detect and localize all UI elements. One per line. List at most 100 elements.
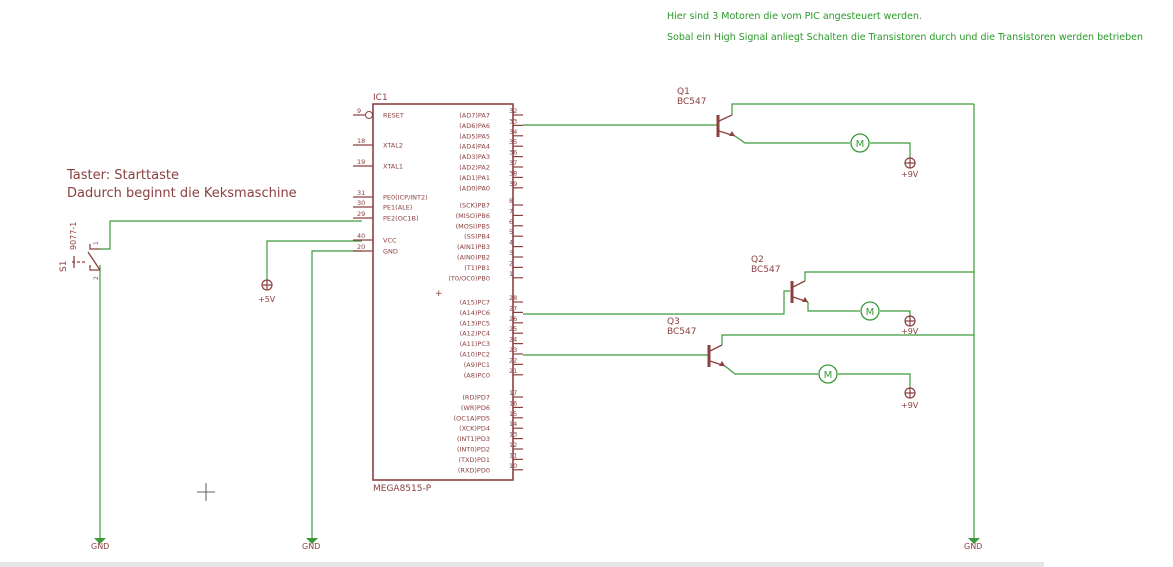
- ic-pin-label: (A13)PC5: [460, 319, 490, 327]
- ic-pin-right: 36 (AD3)PA3: [459, 149, 523, 161]
- ic-pin-right: 22(A9)PC1: [464, 356, 523, 369]
- transistor-q3[interactable]: Q3 BC547: [667, 317, 726, 367]
- ground-rail: GND: [964, 538, 982, 551]
- ic-pin-number: 33: [509, 117, 517, 125]
- ic-pin-right: 27(A14)PC6: [460, 304, 523, 317]
- ic-pin-label: (XCK)PD4: [459, 425, 490, 433]
- ic-pin-number: 28: [509, 294, 517, 302]
- q2-name: Q2: [751, 255, 764, 265]
- switch-s1[interactable]: S1 9077-1 1 2: [59, 222, 101, 280]
- ic-pin-number: 36: [509, 149, 517, 157]
- ic-pin-number: 2: [509, 259, 513, 267]
- wire-m1-supply: [870, 142, 911, 158]
- wires: [99, 103, 975, 538]
- plus9v-3-label: +9V: [901, 401, 919, 410]
- ic-pin-number: 34: [509, 128, 517, 136]
- ic-pin-number: 30: [357, 199, 365, 207]
- ic-pin-number: 27: [509, 304, 517, 312]
- crosshair-cursor-icon: [197, 483, 215, 501]
- ic-mega8515[interactable]: IC1 MEGA8515-P 9RESET18XTAL219XTAL131PE0…: [353, 93, 523, 494]
- ic-pin-label: PE1(ALE): [383, 204, 412, 212]
- motor-m1-body: [850, 133, 870, 153]
- switch-value: 9077-1: [69, 222, 78, 250]
- ic-pin-number: 24: [509, 336, 517, 344]
- ic-pin-right: 25 (A12)PC4: [460, 325, 523, 338]
- switch-contact-top: [89, 244, 100, 250]
- ic-pin-right: 37(AD2)PA2: [459, 159, 523, 172]
- wire-vcc: [266, 240, 362, 280]
- ic-pin-right: 2 (T1)PB1: [464, 259, 523, 272]
- ic-pin-right: 1(T0/OC0)PB0: [448, 270, 523, 282]
- ic-pin-number: 5: [509, 228, 513, 236]
- ic-pin-number: 25: [509, 325, 517, 333]
- ic-pin-number: 9: [357, 107, 361, 115]
- ic-pin-label: VCC: [383, 237, 397, 245]
- wire-switch-pe2: [100, 220, 362, 250]
- ic-pin-number: 23: [509, 346, 517, 354]
- ic-pin-right: 3 (AIN0)PB2: [457, 249, 523, 262]
- ic-pin-label: (TXD)PD1: [458, 456, 490, 464]
- ic-pin-label: (RD)PD7: [462, 394, 490, 402]
- ic-pin-label: (A12)PC4: [460, 330, 490, 338]
- ic-pin-number: 32: [509, 107, 517, 115]
- motor-m2[interactable]: M: [860, 301, 880, 321]
- wire-gnd-pin: [311, 250, 362, 538]
- wire-m2-supply: [880, 310, 911, 318]
- q1-name: Q1: [677, 87, 690, 97]
- supply-plus5v: +5V: [258, 279, 276, 304]
- q3-arrow: [719, 361, 725, 366]
- ic-pin-label: (AIN0)PB2: [457, 254, 490, 262]
- transistor-q1[interactable]: Q1 BC547: [677, 87, 736, 137]
- horizontal-scrollbar[interactable]: [0, 562, 1044, 567]
- ic-pin-right: 13(INT1)PD3: [457, 431, 523, 443]
- ic-pin-label: RESET: [383, 112, 404, 120]
- wire-q1-emitter: [734, 135, 850, 144]
- ic-pin-number: 22: [509, 356, 517, 364]
- ic-pin-number: 16: [509, 399, 517, 407]
- plus9v-2-cross: [905, 316, 915, 326]
- motor-m1[interactable]: M: [850, 133, 870, 153]
- ic-pin-number: 12: [509, 441, 517, 449]
- q1-arrow: [729, 131, 735, 136]
- ic-pin-right: 6(MOSI)PB5: [456, 218, 523, 230]
- ic-pin-number: 6: [509, 218, 513, 226]
- ic-pin-right: 4(AIN1)PB3: [457, 239, 523, 251]
- ic-pin-right: 14(XCK)PD4: [459, 420, 523, 433]
- ic-pin-number: 39: [509, 180, 517, 188]
- plus9v-3-cross: [905, 388, 915, 398]
- motor-m3-label: M: [824, 370, 833, 381]
- supply-plus9v-1: +9V: [901, 157, 919, 179]
- ic-pin-label: (AD2)PA2: [459, 164, 490, 172]
- plus5v-cross: [262, 280, 272, 290]
- annotation-line-2: Dadurch beginnt die Keksmaschine: [67, 186, 297, 201]
- ic-pin-number: 7: [509, 207, 513, 215]
- ic-pin-number: 26: [509, 315, 517, 323]
- ic-pin-right: 39(AD0)PA0: [459, 180, 523, 192]
- ic-pin-right: 35(AD4)PA4: [459, 138, 523, 151]
- ic-pin-inverter-bubble: [365, 111, 373, 119]
- wire-q3-collector: [721, 334, 974, 345]
- q1-value: BC547: [677, 97, 706, 107]
- wire-q3-emitter: [724, 365, 818, 375]
- ic-pin-label: (AD3)PA3: [459, 153, 490, 161]
- ic-pin-label: (A15)PC7: [460, 299, 490, 307]
- motor-m2-body: [860, 301, 880, 321]
- ground-ic-symbol: [306, 538, 318, 544]
- ic-pin-label: (AD5)PA5: [459, 132, 490, 140]
- ic-pin-number: 1: [509, 270, 513, 278]
- ic-pin-number: 3: [509, 249, 513, 257]
- ic-pin-number: 13: [509, 431, 517, 439]
- motor-m3[interactable]: M: [818, 364, 838, 384]
- ic-pin-right: 34 (AD5)PA5: [459, 128, 523, 140]
- ic-pin-number: 31: [357, 189, 365, 197]
- ic-pin-number: 15: [509, 410, 517, 418]
- ic-pin-label: PE0(ICP/INT2): [383, 194, 428, 202]
- transistor-q2[interactable]: Q2 BC547: [751, 255, 809, 303]
- ic-pin-label: (T1)PB1: [464, 264, 490, 272]
